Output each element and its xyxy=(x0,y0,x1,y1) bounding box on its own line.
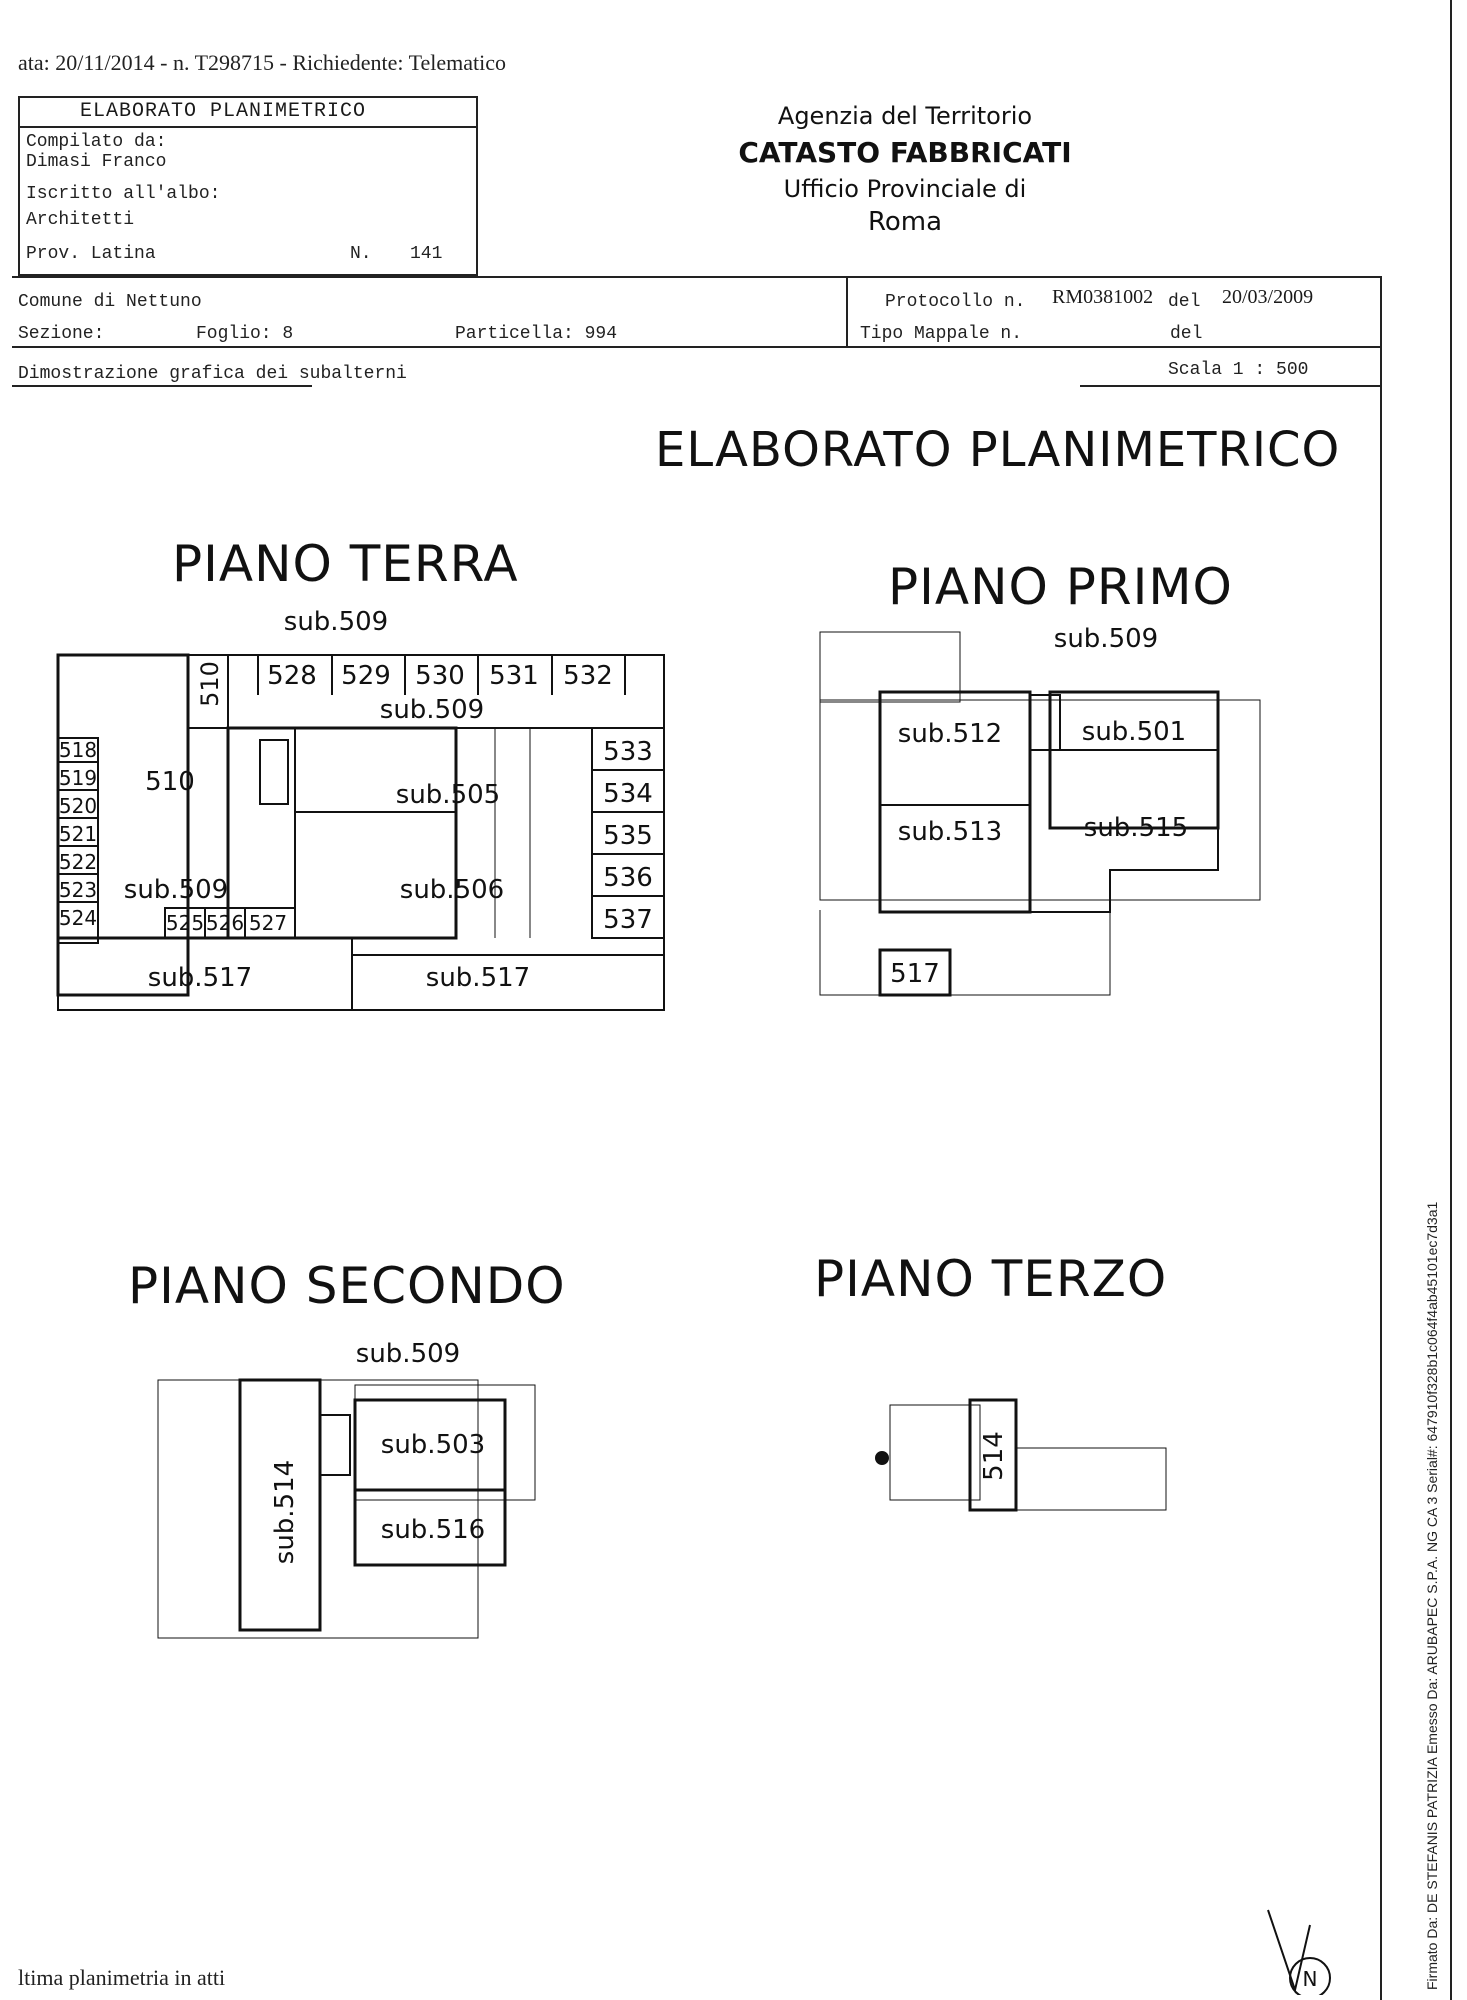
compiled-by-label: Compilato da: xyxy=(26,132,167,152)
terra-label-537: 537 xyxy=(603,905,653,935)
tipo-mappale: Tipo Mappale n. xyxy=(860,324,1023,344)
register-label: Iscritto all'albo: xyxy=(26,184,221,204)
terra-label-sub509-strip: sub.509 xyxy=(380,695,484,725)
page-right-border xyxy=(1380,386,1382,2000)
page-far-right-line xyxy=(1450,0,1452,2000)
comune: Comune di Nettuno xyxy=(18,292,202,312)
header-row-bottom-right xyxy=(1080,385,1382,387)
header-col-divider xyxy=(846,276,848,348)
terra-label-sub509-top: sub.509 xyxy=(284,607,388,637)
sezione: Sezione: xyxy=(18,324,105,344)
register: Architetti xyxy=(26,210,135,230)
secondo-label-sub503: sub.503 xyxy=(381,1430,485,1460)
terra-label-536: 536 xyxy=(603,863,653,893)
province: Prov. Latina xyxy=(26,244,156,264)
terra-label-535: 535 xyxy=(603,821,653,851)
piano-terra-title: PIANO TERRA xyxy=(172,535,519,593)
piano-primo-title: PIANO PRIMO xyxy=(888,558,1233,616)
main-title: ELABORATO PLANIMETRICO xyxy=(655,422,1341,478)
secondo-label-sub516: sub.516 xyxy=(381,1515,485,1545)
terra-label-524: 524 xyxy=(59,906,97,930)
terra-label-531: 531 xyxy=(489,661,539,691)
request-line: ata: 20/11/2014 - n. T298715 - Richieden… xyxy=(18,50,507,75)
number: 141 xyxy=(410,244,443,264)
piano-terzo-plan: 514 xyxy=(875,1398,1167,1512)
header-row-top xyxy=(12,276,1382,278)
header-right-edge xyxy=(1380,276,1382,388)
primo-label-517: 517 xyxy=(890,959,940,989)
piano-secondo-title: PIANO SECONDO xyxy=(128,1257,566,1315)
north-arrow-icon: N xyxy=(1267,1909,1331,1995)
terra-label-527: 527 xyxy=(249,911,287,935)
terra-label-sub506: sub.506 xyxy=(400,875,504,905)
compiled-by: Dimasi Franco xyxy=(26,152,167,172)
particella: Particella: 994 xyxy=(455,324,618,344)
dimostrazione: Dimostrazione grafica dei subalterni xyxy=(18,364,407,384)
number-label: N. xyxy=(350,244,372,264)
protocollo-del: del xyxy=(1168,292,1201,312)
agency-block: Agenzia del Territorio CATASTO FABBRICAT… xyxy=(720,102,1090,237)
footer-note: ltima planimetria in atti xyxy=(18,1965,226,1990)
compiler-box-divider xyxy=(18,126,478,128)
piano-terzo-title: PIANO TERZO xyxy=(814,1250,1168,1308)
terra-label-519: 519 xyxy=(59,766,97,790)
terra-label-523: 523 xyxy=(59,878,97,902)
terra-label-532: 532 xyxy=(563,661,613,691)
terzo-label-514: 514 xyxy=(979,1431,1009,1481)
agency-line4: Roma xyxy=(867,207,943,237)
agency-line2: CATASTO FABBRICATI xyxy=(738,136,1072,169)
piano-terra-plan: sub.509 510 528 529 530 531 532 sub.509 … xyxy=(56,607,665,1011)
piano-secondo-plan: sub.509 sub.503 sub.514 sub.516 xyxy=(157,1339,536,1639)
terra-label-sub517-east: sub.517 xyxy=(426,963,530,993)
foglio: Foglio: 8 xyxy=(196,324,294,344)
terra-label-533: 533 xyxy=(603,737,653,767)
primo-label-sub509: sub.509 xyxy=(1054,624,1158,654)
north-arrow-letter: N xyxy=(1303,1967,1318,1991)
terra-outer xyxy=(57,654,665,1011)
terra-label-520: 520 xyxy=(59,794,97,818)
agency-line1: Agenzia del Territorio xyxy=(777,102,1033,130)
terra-label-sub505: sub.505 xyxy=(396,780,500,810)
terra-label-530: 530 xyxy=(415,661,465,691)
terra-label-522: 522 xyxy=(59,850,97,874)
piano-primo-plan: sub.509 sub.512 sub.501 sub.513 sub.515 … xyxy=(819,624,1261,997)
terra-label-510: 510 xyxy=(145,767,195,797)
primo-label-sub513: sub.513 xyxy=(898,817,1002,847)
header-row-bottom xyxy=(12,385,312,387)
terra-label-534: 534 xyxy=(603,779,653,809)
primo-label-sub515: sub.515 xyxy=(1084,813,1188,843)
compiler-box-title: ELABORATO PLANIMETRICO xyxy=(80,100,367,123)
terra-label-510-vertical: 510 xyxy=(196,661,224,707)
terra-label-521: 521 xyxy=(59,822,97,846)
primo-label-sub501: sub.501 xyxy=(1082,717,1186,747)
secondo-label-sub509: sub.509 xyxy=(356,1339,460,1369)
terra-label-528: 528 xyxy=(267,661,317,691)
secondo-label-sub514: sub.514 xyxy=(270,1460,300,1564)
scala: Scala 1 : 500 xyxy=(1168,360,1309,380)
tipo-mappale-del: del xyxy=(1170,324,1203,344)
terra-label-529: 529 xyxy=(341,661,391,691)
agency-line3: Ufficio Provinciale di xyxy=(783,175,1027,203)
terra-label-sub509-west: sub.509 xyxy=(124,875,228,905)
signature-side-text: Firmato Da: DE STEFANIS PATRIZIA Emesso … xyxy=(1424,1201,1440,1990)
compiler-box xyxy=(18,96,478,276)
protocollo-label: Protocollo n. xyxy=(885,292,1026,312)
protocollo-number: RM0381002 xyxy=(1052,286,1154,308)
header-row-mid xyxy=(12,346,1382,348)
terra-label-518: 518 xyxy=(59,738,97,762)
terra-label-526: 526 xyxy=(206,911,244,935)
protocollo-date: 20/03/2009 xyxy=(1222,286,1314,308)
primo-label-sub512: sub.512 xyxy=(898,719,1002,749)
terra-label-525: 525 xyxy=(166,911,204,935)
terra-label-sub517-west: sub.517 xyxy=(148,963,252,993)
